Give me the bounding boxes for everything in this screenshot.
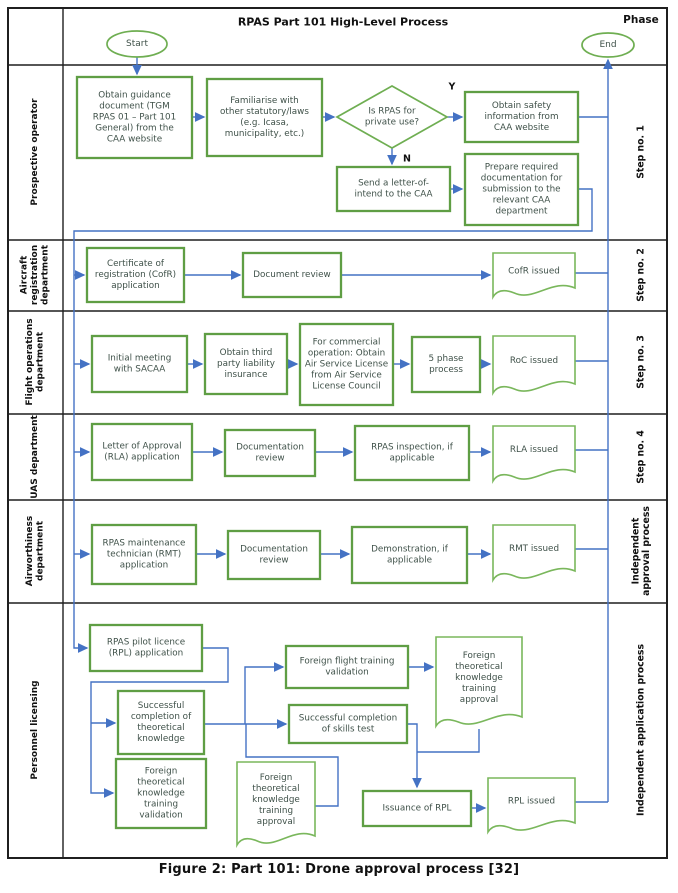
- node-familiarise: [205, 77, 324, 158]
- node-label-issuance-of-rpl: Issuance of RPL: [383, 804, 452, 814]
- edge-approval2-join: [245, 724, 339, 807]
- node-air-service-license: [298, 322, 395, 407]
- node-rpl-application: [88, 623, 204, 673]
- node-label-document-review: Document review: [253, 270, 330, 280]
- table-border: [7, 7, 668, 859]
- node-cofr-application: [85, 246, 186, 304]
- node-cofr-issued: [492, 252, 576, 300]
- node-private-use-decision: [335, 85, 449, 149]
- node-theoretical-knowledge: [116, 689, 206, 756]
- node-demonstration: [350, 525, 469, 585]
- lane-label-0: Prospective operator: [30, 98, 40, 206]
- end-label: End: [599, 40, 616, 50]
- phase-label-1: Step no. 2: [636, 248, 647, 302]
- node-initial-meeting: [90, 334, 189, 394]
- phase-label-4: Independentapproval process: [630, 506, 652, 596]
- lane-label-5: Personnel licensing: [30, 680, 40, 779]
- node-issuance-of-rpl: [361, 789, 473, 828]
- phase-column-header: Phase: [623, 14, 659, 26]
- end-terminator: [581, 32, 635, 58]
- node-five-phase-process: [410, 335, 482, 394]
- node-obtain-safety-info: [463, 90, 580, 144]
- node-document-review: [241, 251, 343, 299]
- edge-rpl-branch: [90, 647, 229, 798]
- node-rpas-inspection: [353, 424, 471, 482]
- node-label-rpl-application: RPAS pilot licence(RPL) application: [107, 638, 185, 659]
- node-foreign-flight-validation: [284, 644, 410, 690]
- node-foreign-theory-validation: [114, 757, 208, 830]
- node-label-cofr-issued: CofR issued: [508, 267, 560, 277]
- node-roc-issued: [492, 335, 576, 396]
- node-rla-issued: [492, 425, 576, 484]
- node-prepare-documentation: [463, 152, 580, 227]
- node-label-roc-issued: RoC issued: [510, 356, 558, 366]
- lane-label-3: UAS department: [30, 415, 40, 499]
- edge-skills-to-issuance: [407, 723, 422, 789]
- lane-label-2: Flight operationsdepartment: [25, 318, 46, 405]
- node-foreign-theory-approval-2: [236, 761, 316, 849]
- phase-label-3: Step no. 4: [636, 430, 647, 484]
- diagram-title: RPAS Part 101 High-Level Process: [238, 16, 449, 29]
- start-terminator: [106, 30, 168, 58]
- node-label-rla-issued: RLA issued: [510, 445, 558, 455]
- figure-caption: Figure 2: Part 101: Drone approval proce…: [158, 862, 520, 877]
- node-label-rla-application: Letter of Approval(RLA) application: [102, 442, 181, 463]
- node-rmt-application: [90, 523, 198, 586]
- decision-label-n: N: [403, 154, 411, 165]
- node-foreign-theory-approval-1: [435, 636, 523, 729]
- phase-label-2: Step no. 3: [636, 335, 647, 389]
- edge-junction-to-flight: [244, 662, 285, 724]
- node-label-letter-of-intend: Send a letter-of-intend to the CAA: [354, 179, 432, 200]
- edge-prepare-to-spine: [73, 188, 593, 653]
- node-rla-application: [90, 422, 194, 482]
- lane-label-1: Aircraftregistrationdepartment: [20, 244, 51, 305]
- node-rpl-issued: [487, 777, 576, 835]
- node-label-rpl-issued: RPL issued: [508, 797, 555, 807]
- node-label-rmt-issued: RMT issued: [509, 544, 559, 554]
- node-documentation-review-uas: [223, 428, 317, 478]
- phase-label-0: Step no. 1: [636, 125, 647, 179]
- node-rmt-issued: [492, 524, 576, 583]
- node-skills-test: [287, 703, 409, 745]
- node-third-party-insurance: [203, 332, 289, 396]
- lane-label-4: Airworthinessdepartment: [25, 516, 46, 586]
- edge-approval1-join: [417, 729, 480, 753]
- start-label: Start: [126, 39, 148, 49]
- decision-label-y: Y: [448, 82, 456, 93]
- node-documentation-review-aw: [226, 529, 322, 581]
- node-obtain-guidance: [75, 75, 194, 160]
- node-letter-of-intend: [335, 165, 452, 213]
- phase-label-5: Independent application process: [636, 644, 647, 816]
